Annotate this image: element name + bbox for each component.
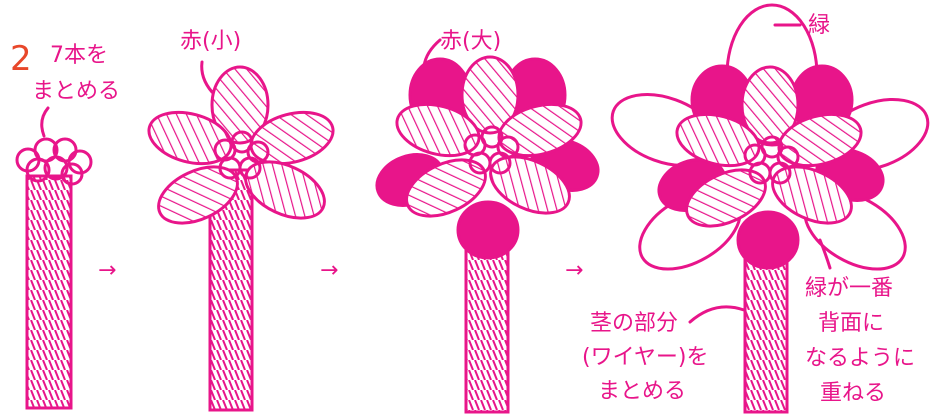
stage-red-large: 赤(大) (375, 29, 600, 414)
red-small-label: 赤(小) (180, 29, 241, 54)
stage-bundle: 2 7本を まとめる (10, 39, 120, 410)
red-large-center (463, 125, 520, 175)
step-number: 2 (10, 39, 32, 79)
arrow-3: → (565, 258, 583, 283)
green-note-line1: 緑が一番 (805, 276, 893, 301)
bundle-label-line2: まとめる (32, 79, 120, 104)
bundle-stem (25, 174, 73, 410)
green-note-leader-line (818, 238, 832, 270)
red-small-petals (147, 65, 335, 225)
red-large-inner-petals (395, 55, 583, 218)
stem-note-leader-line (688, 305, 746, 324)
bundle-label-line1: 7本を (50, 43, 108, 68)
red-large-stem (464, 248, 510, 414)
red-large-label: 赤(大) (440, 29, 501, 54)
stem-note-line1: 茎の部分 (590, 311, 678, 336)
arrow-1: → (98, 258, 116, 283)
stem-note-line3: まとめる (598, 379, 686, 404)
bundle-buds (15, 137, 93, 186)
red-small-leader-line (200, 60, 214, 94)
green-note-line2: 背面に (818, 311, 884, 336)
green-red-small-petals (675, 65, 863, 228)
bundle-leader-line (40, 106, 50, 138)
green-label: 緑 (808, 13, 830, 38)
stem-note-line2: (ワイヤー)を (582, 345, 709, 370)
green-note-line4: 重ねる (820, 381, 886, 406)
green-note-line3: なるように (805, 346, 915, 371)
red-small-stem (208, 168, 254, 412)
stage-green: 緑 茎の部 (582, 3, 930, 414)
green-center (743, 135, 800, 185)
red-small-center (213, 130, 270, 180)
arrow-2: → (320, 258, 338, 283)
stage-red-small: 赤(小) (147, 29, 335, 412)
green-stem (743, 258, 789, 414)
